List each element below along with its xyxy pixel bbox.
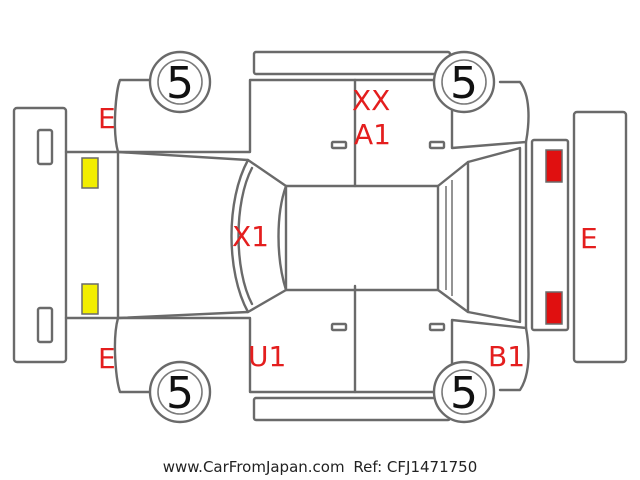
tire-rear-left-grade: 5 [166, 368, 194, 419]
tire-rear-right: 5 [432, 360, 496, 424]
mark-lower-left-door: U1 [248, 340, 286, 373]
mark-roof-panel: A1 [354, 118, 391, 151]
front-lamp-bottom [81, 283, 99, 315]
mark-front-bumper-upper: E [98, 102, 116, 135]
rear-lamp-bottom [545, 291, 563, 325]
front-lamps [81, 157, 99, 315]
damage-marks: E E XX A1 X1 U1 B1 E [98, 84, 598, 375]
cabin-roof [230, 146, 522, 324]
rear-lamp-top [545, 149, 563, 183]
mark-front-bumper-lower: E [98, 342, 116, 375]
tire-front-right: 5 [432, 50, 496, 114]
tire-rear-right-grade: 5 [450, 368, 478, 419]
tire-rear-left: 5 [148, 360, 212, 424]
front-lamp-top [81, 157, 99, 189]
mark-rear-bumper: E [580, 222, 598, 255]
mark-lower-right-quarter: B1 [488, 340, 525, 373]
rear-bumper [572, 110, 628, 364]
mark-roof-top: XX [352, 84, 390, 117]
footer-ref: Ref: CFJ1471750 [353, 458, 478, 476]
tire-front-left: 5 [148, 50, 212, 114]
tire-front-left-grade: 5 [166, 58, 194, 109]
tire-front-right-grade: 5 [450, 58, 478, 109]
mark-hood: X1 [232, 220, 269, 253]
footer-site: www.CarFromJapan.com [162, 458, 345, 476]
footer: www.CarFromJapan.com Ref: CFJ1471750 [0, 458, 640, 476]
rear-lamps [530, 138, 570, 332]
front-bumper [12, 106, 68, 364]
